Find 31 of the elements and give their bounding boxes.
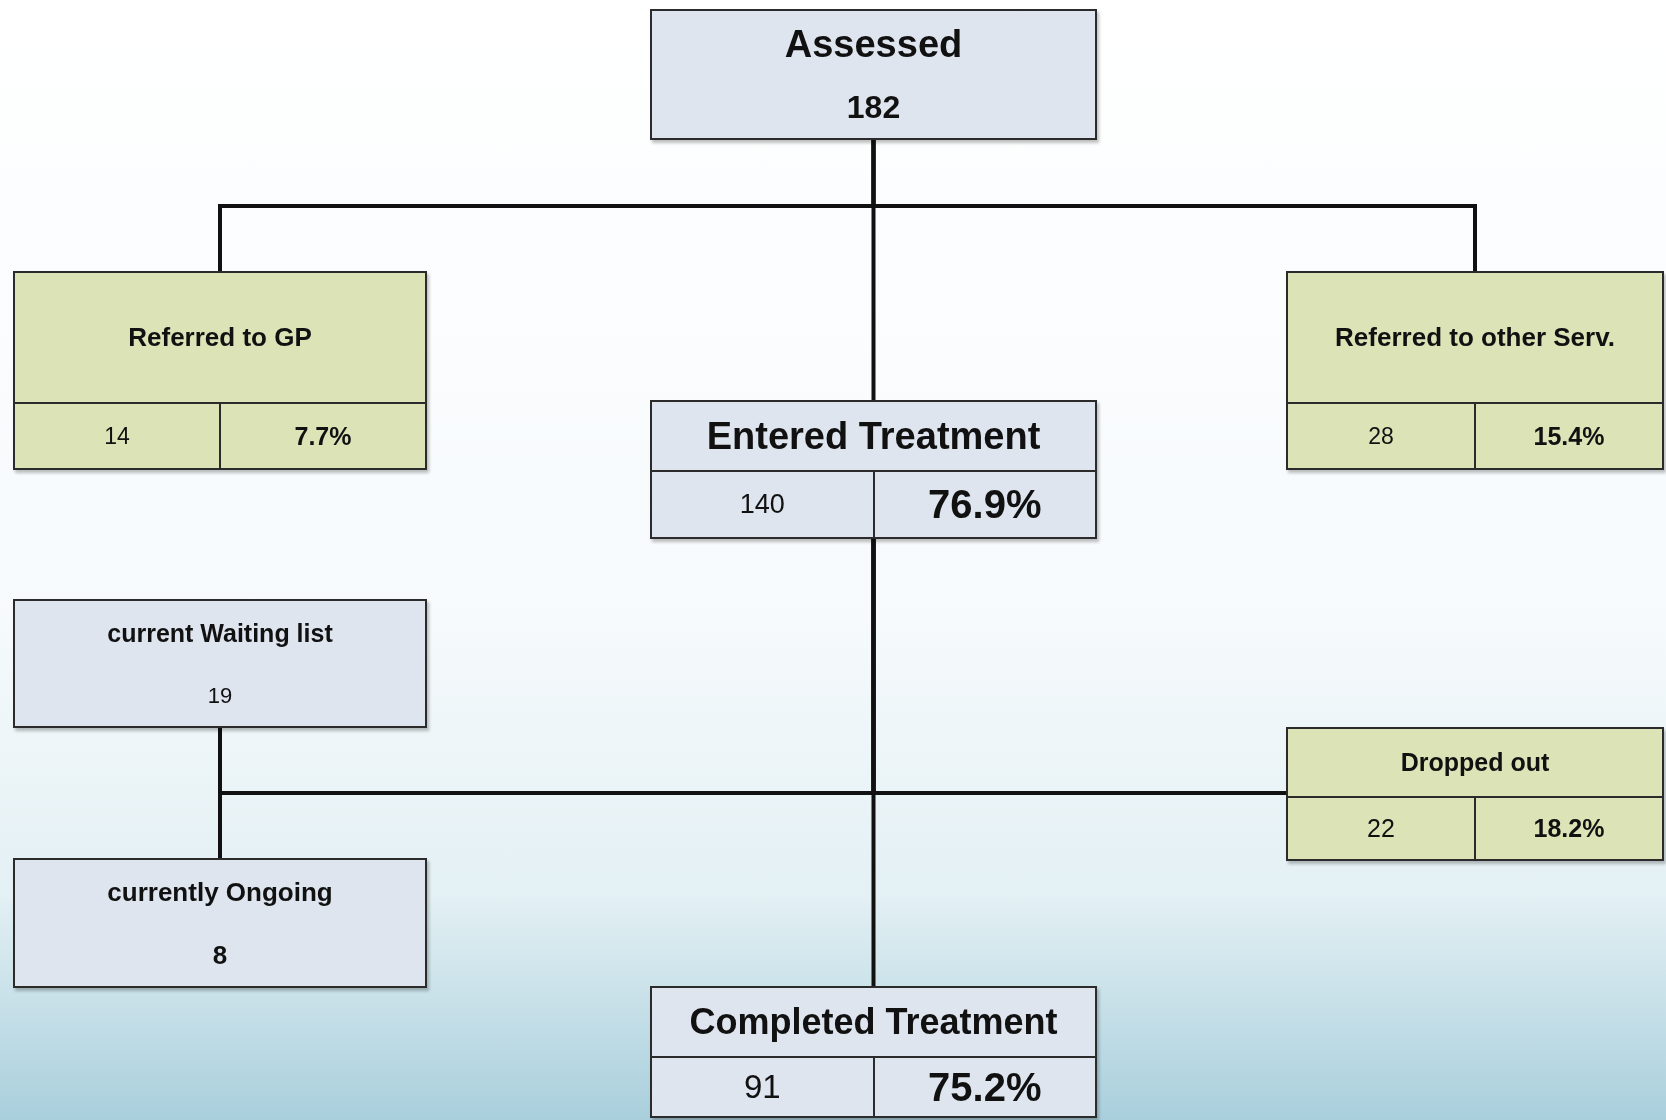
box-title: Entered Treatment xyxy=(706,414,1041,458)
count-cell: 28 xyxy=(1288,402,1476,468)
process-box xyxy=(1286,271,1664,470)
box-title: Referred to other Serv. xyxy=(1335,322,1615,353)
percent-cell: 75.2% xyxy=(874,1056,1095,1116)
count-value: 19 xyxy=(207,682,233,709)
connector-line xyxy=(871,140,1477,271)
count-cell: 14 xyxy=(15,402,221,468)
box-title: Completed Treatment xyxy=(689,1001,1058,1043)
count-cell: 140 xyxy=(652,470,875,537)
box-title: currently Ongoing xyxy=(107,876,333,908)
percent-cell: 15.4% xyxy=(1476,402,1662,468)
percent-cell: 18.2% xyxy=(1476,796,1662,859)
box-title: Assessed xyxy=(784,22,963,66)
count-value: 8 xyxy=(212,939,228,971)
count-value: 182 xyxy=(846,89,901,126)
process-box xyxy=(1286,727,1664,861)
process-box xyxy=(13,271,427,470)
percent-cell: 76.9% xyxy=(874,470,1095,537)
process-box xyxy=(650,986,1097,1118)
percent-cell: 7.7% xyxy=(221,402,425,468)
box-title: current Waiting list xyxy=(107,618,333,648)
box-title: Referred to GP xyxy=(128,322,312,353)
box-title: Dropped out xyxy=(1400,748,1550,777)
process-box xyxy=(650,400,1097,539)
process-box xyxy=(13,858,427,988)
process-box xyxy=(650,9,1097,140)
count-cell: 91 xyxy=(652,1056,875,1116)
process-box xyxy=(13,599,427,728)
connector-line xyxy=(871,539,876,986)
count-cell: 22 xyxy=(1288,796,1476,859)
